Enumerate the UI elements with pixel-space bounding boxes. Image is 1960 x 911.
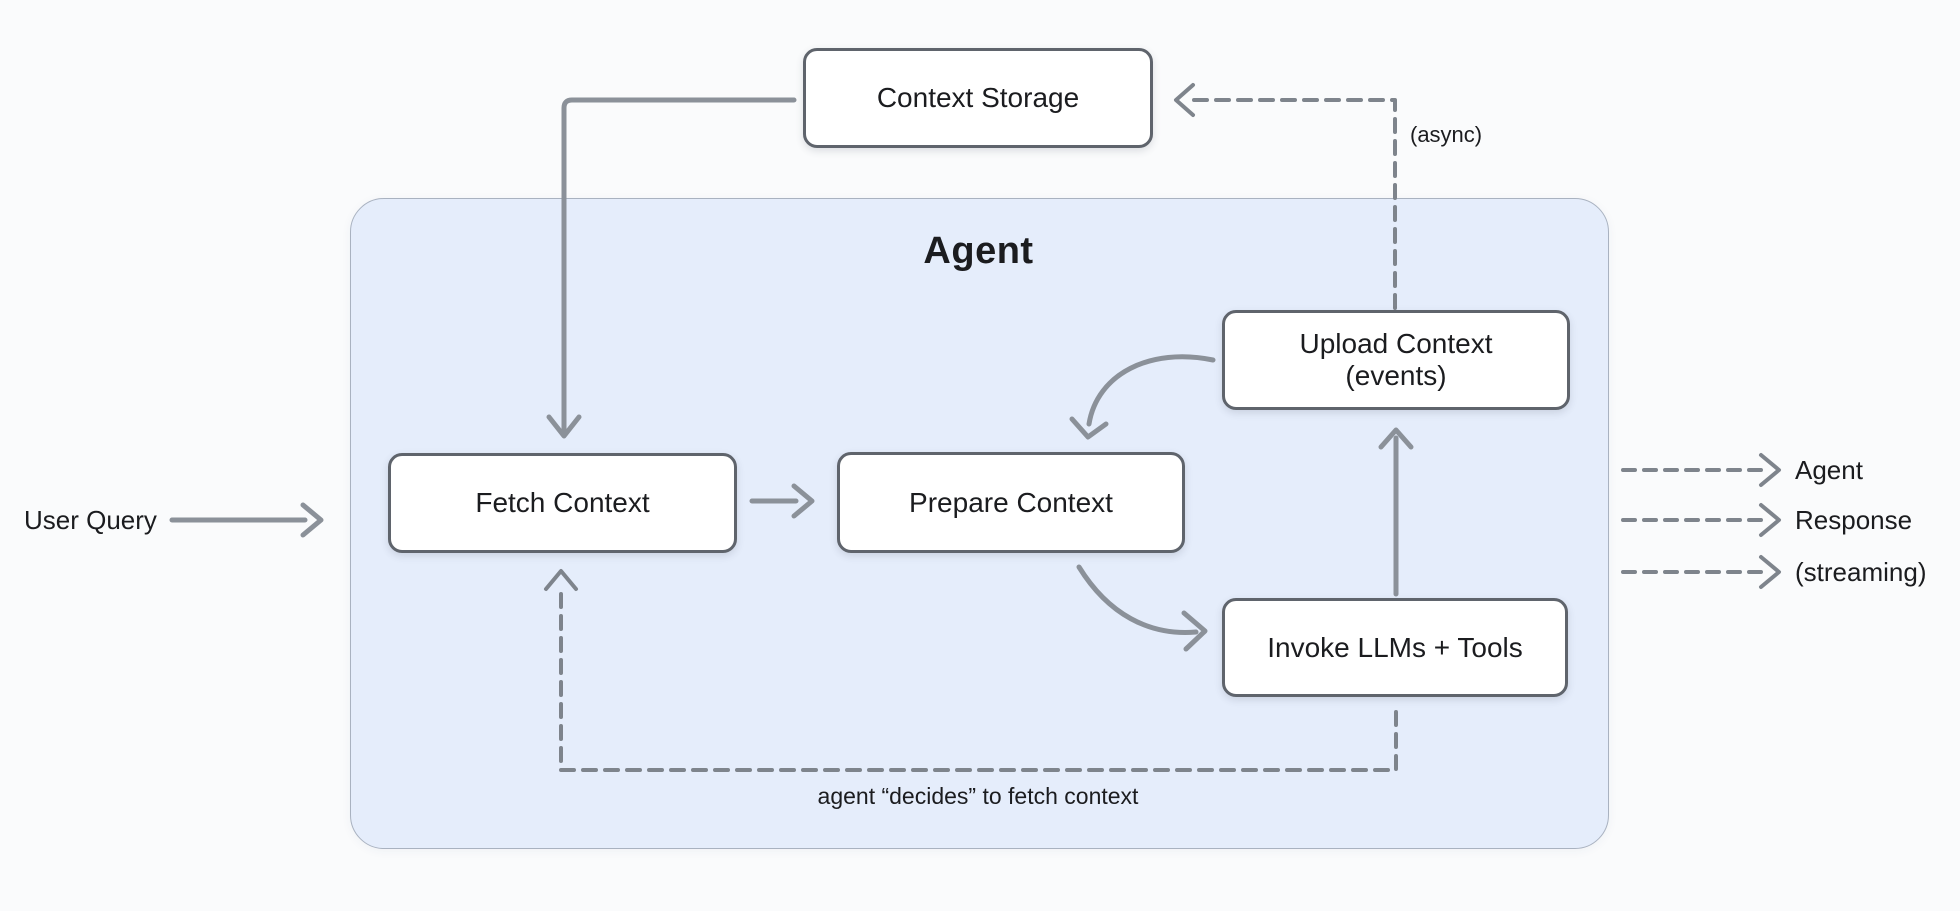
- connector-user-query-to-agent: [169, 502, 324, 538]
- connector-upload-to-prepare: [1069, 354, 1216, 440]
- node-context-storage-label: Context Storage: [876, 82, 1080, 113]
- node-upload-context: Upload Context (events): [1222, 310, 1570, 410]
- connector-output-response: [1621, 503, 1781, 537]
- node-invoke-llms-tools: Invoke LLMs + Tools: [1222, 598, 1568, 697]
- connector-invoke-to-upload: [1378, 427, 1414, 597]
- connector-prepare-to-invoke: [1076, 564, 1208, 652]
- node-invoke-llms-tools-label: Invoke LLMs + Tools: [1267, 631, 1523, 663]
- async-label: (async): [1410, 122, 1483, 147]
- connector-agent-decides-loop: [544, 569, 1398, 772]
- output-label-streaming: (streaming): [1795, 557, 1927, 587]
- node-fetch-context: Fetch Context: [388, 453, 737, 553]
- connector-fetch-to-prepare: [749, 483, 815, 519]
- node-prepare-context: Prepare Context: [837, 452, 1185, 553]
- connector-output-agent: [1621, 453, 1781, 487]
- node-upload-context-label-line1: Upload Context: [1299, 328, 1493, 359]
- user-query-label: User Query: [24, 505, 157, 535]
- connector-context-storage-to-fetch-context: [546, 97, 797, 439]
- node-context-storage: Context Storage: [803, 48, 1153, 148]
- output-label-agent: Agent: [1795, 455, 1863, 485]
- agent-group-title: Agent: [923, 230, 1034, 272]
- node-upload-context-label-line2: (events): [1345, 360, 1447, 391]
- node-prepare-context-label: Prepare Context: [909, 486, 1113, 518]
- node-fetch-context-label: Fetch Context: [475, 487, 650, 518]
- output-label-response: Response: [1795, 505, 1913, 535]
- connector-upload-to-context-storage-async: [1174, 83, 1397, 310]
- connector-output-streaming: [1621, 555, 1781, 589]
- agent-decides-label: agent “decides” to fetch context: [817, 783, 1139, 809]
